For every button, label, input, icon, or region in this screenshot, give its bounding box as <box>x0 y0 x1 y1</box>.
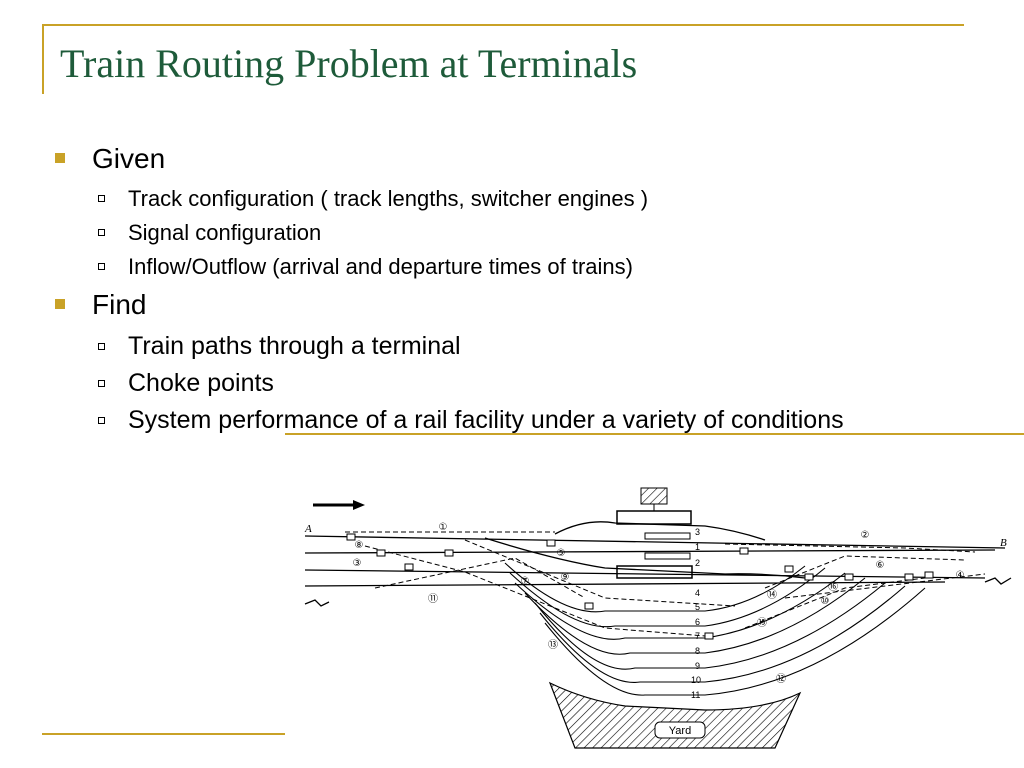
station-number: ⑬ <box>548 639 558 651</box>
slide-title: Train Routing Problem at Terminals <box>60 41 638 86</box>
sub-bullet-text: Signal configuration <box>128 220 322 245</box>
hollow-square-bullet-icon <box>98 380 105 387</box>
entry-label-a: A <box>304 523 312 535</box>
track-number: 6 <box>695 617 700 627</box>
bottom-rule <box>42 733 285 735</box>
top-rule <box>42 24 964 26</box>
station-number: ⑩ <box>821 596 830 607</box>
entry-label-b: B <box>1000 537 1007 549</box>
signal-boxes <box>346 533 934 640</box>
platform <box>644 532 691 540</box>
bullet-heading: Find <box>92 289 147 320</box>
station-number: ⑫ <box>776 673 786 685</box>
station-number: ③ <box>353 558 362 569</box>
track-number: 1 <box>695 542 700 552</box>
track-number: 9 <box>695 661 700 671</box>
platform <box>644 552 691 560</box>
station-number-labels: ① ② ③ ④ ⑤ ⑥ ⑦ ⑧ ⑨ ⑩ ⑪ ⑫ ⑬ ⑭ ⑮ ⑯ <box>353 522 965 685</box>
square-bullet-icon <box>55 299 65 309</box>
hollow-square-bullet-icon <box>98 263 105 270</box>
track-number: 5 <box>695 602 700 612</box>
track-number-labels: 3 1 2 4 5 6 7 8 9 10 11 <box>691 527 701 700</box>
middle-rule <box>285 433 1024 435</box>
square-bullet-icon <box>55 153 65 163</box>
bullet-heading: Given <box>92 143 166 174</box>
track-number: 8 <box>695 646 700 656</box>
hollow-square-bullet-icon <box>98 417 105 424</box>
station-number: ⑮ <box>757 617 767 629</box>
yard-area: Yard <box>548 681 802 749</box>
station-number: ⑨ <box>561 572 570 583</box>
station-number: ② <box>861 530 870 541</box>
station-number: ⑪ <box>428 593 438 605</box>
track-number: 7 <box>695 631 700 641</box>
sub-bullet-text: System performance of a rail facility un… <box>128 406 844 434</box>
station-number: ⑧ <box>355 540 364 551</box>
yard-label: Yard <box>669 725 691 737</box>
station-number: ⑦ <box>521 576 530 587</box>
sub-bullet-text: Train paths through a terminal <box>128 332 461 360</box>
yard-tracks <box>504 562 926 696</box>
sub-bullet-text: Track configuration ( track lengths, swi… <box>128 186 649 211</box>
track-number: 3 <box>695 527 700 537</box>
station-building <box>616 487 692 525</box>
station-number: ④ <box>956 570 965 581</box>
hollow-square-bullet-icon <box>98 229 105 236</box>
direction-arrow-icon <box>313 500 365 510</box>
sub-bullet-text: Choke points <box>128 369 274 397</box>
main-lines <box>304 521 1012 607</box>
hollow-square-bullet-icon <box>98 195 105 202</box>
station-number: ① <box>439 522 448 533</box>
station-number: ⑤ <box>557 548 566 559</box>
track-number: 2 <box>695 558 700 568</box>
hollow-square-bullet-icon <box>98 343 105 350</box>
sub-bullet-text: Inflow/Outflow (arrival and departure ti… <box>128 254 633 279</box>
station-number: ⑭ <box>767 589 777 601</box>
station-number: ⑥ <box>876 560 885 571</box>
rail-terminal-diagram: Yard ① ② ③ ④ ⑤ ⑥ ⑦ ⑧ ⑨ ⑩ ⑪ ⑫ ⑬ ⑭ ⑮ ⑯ <box>304 487 1012 749</box>
station-number: ⑯ <box>828 581 838 593</box>
track-number: 11 <box>691 690 700 700</box>
track-number: 10 <box>691 675 701 685</box>
left-rule <box>42 24 44 94</box>
track-number: 4 <box>695 588 700 598</box>
